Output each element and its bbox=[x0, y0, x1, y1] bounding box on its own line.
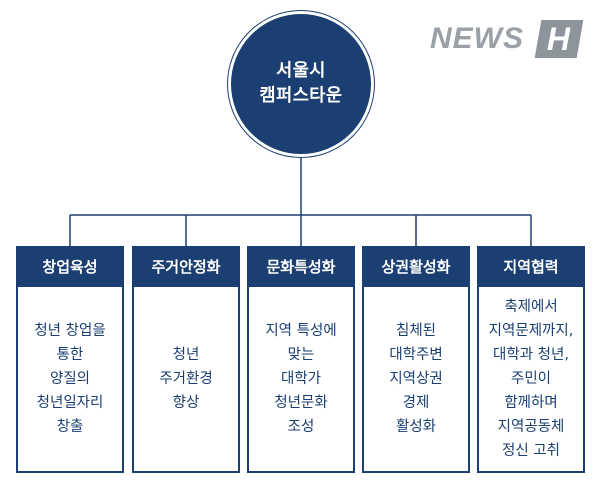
branch-description: 축제에서 지역문제까지, 대학과 청년, 주민이 함께하며 지역공동체 정신 고… bbox=[488, 299, 574, 459]
branch-description: 청년 창업을 통한 양질의 청년일자리 창출 bbox=[34, 323, 106, 435]
branch-title: 지역협력 bbox=[477, 246, 585, 287]
branch-title: 상권활성화 bbox=[362, 246, 470, 287]
branch-commerce: 상권활성화 침체된 대학주변 지역상권 경제 활성화 bbox=[362, 246, 470, 473]
branch-culture: 문화특성화 지역 특성에 맞는 대학가 청년문화 조성 bbox=[247, 246, 355, 473]
branch-body: 청년 창업을 통한 양질의 청년일자리 창출 bbox=[16, 287, 124, 473]
center-title-line1: 서울시 bbox=[276, 61, 326, 81]
branch-title: 창업육성 bbox=[16, 246, 124, 287]
branch-body: 침체된 대학주변 지역상권 경제 활성화 bbox=[362, 287, 470, 473]
branch-description: 침체된 대학주변 지역상권 경제 활성화 bbox=[389, 323, 443, 435]
branch-description: 지역 특성에 맞는 대학가 청년문화 조성 bbox=[265, 323, 337, 435]
logo-news-text: NEWS bbox=[430, 22, 524, 55]
branch-housing: 주거안정화 청년 주거환경 향상 bbox=[132, 246, 240, 473]
logo-h-letter: H bbox=[547, 20, 571, 57]
branch-community: 지역협력 축제에서 지역문제까지, 대학과 청년, 주민이 함께하며 지역공동체… bbox=[477, 246, 585, 473]
branch-body: 지역 특성에 맞는 대학가 청년문화 조성 bbox=[247, 287, 355, 473]
branch-title: 문화특성화 bbox=[247, 246, 355, 287]
newsh-logo: NEWS H bbox=[430, 16, 590, 62]
center-node-campus-town: 서울시 캠퍼스타운 bbox=[228, 11, 374, 157]
center-title-line2: 캠퍼스타운 bbox=[259, 86, 343, 106]
logo-h-badge: H bbox=[534, 20, 584, 58]
branch-description: 청년 주거환경 향상 bbox=[159, 347, 213, 411]
branch-startup: 창업육성 청년 창업을 통한 양질의 청년일자리 창출 bbox=[16, 246, 124, 473]
branch-body: 축제에서 지역문제까지, 대학과 청년, 주민이 함께하며 지역공동체 정신 고… bbox=[477, 287, 585, 473]
branch-body: 청년 주거환경 향상 bbox=[132, 287, 240, 473]
branch-title: 주거안정화 bbox=[132, 246, 240, 287]
